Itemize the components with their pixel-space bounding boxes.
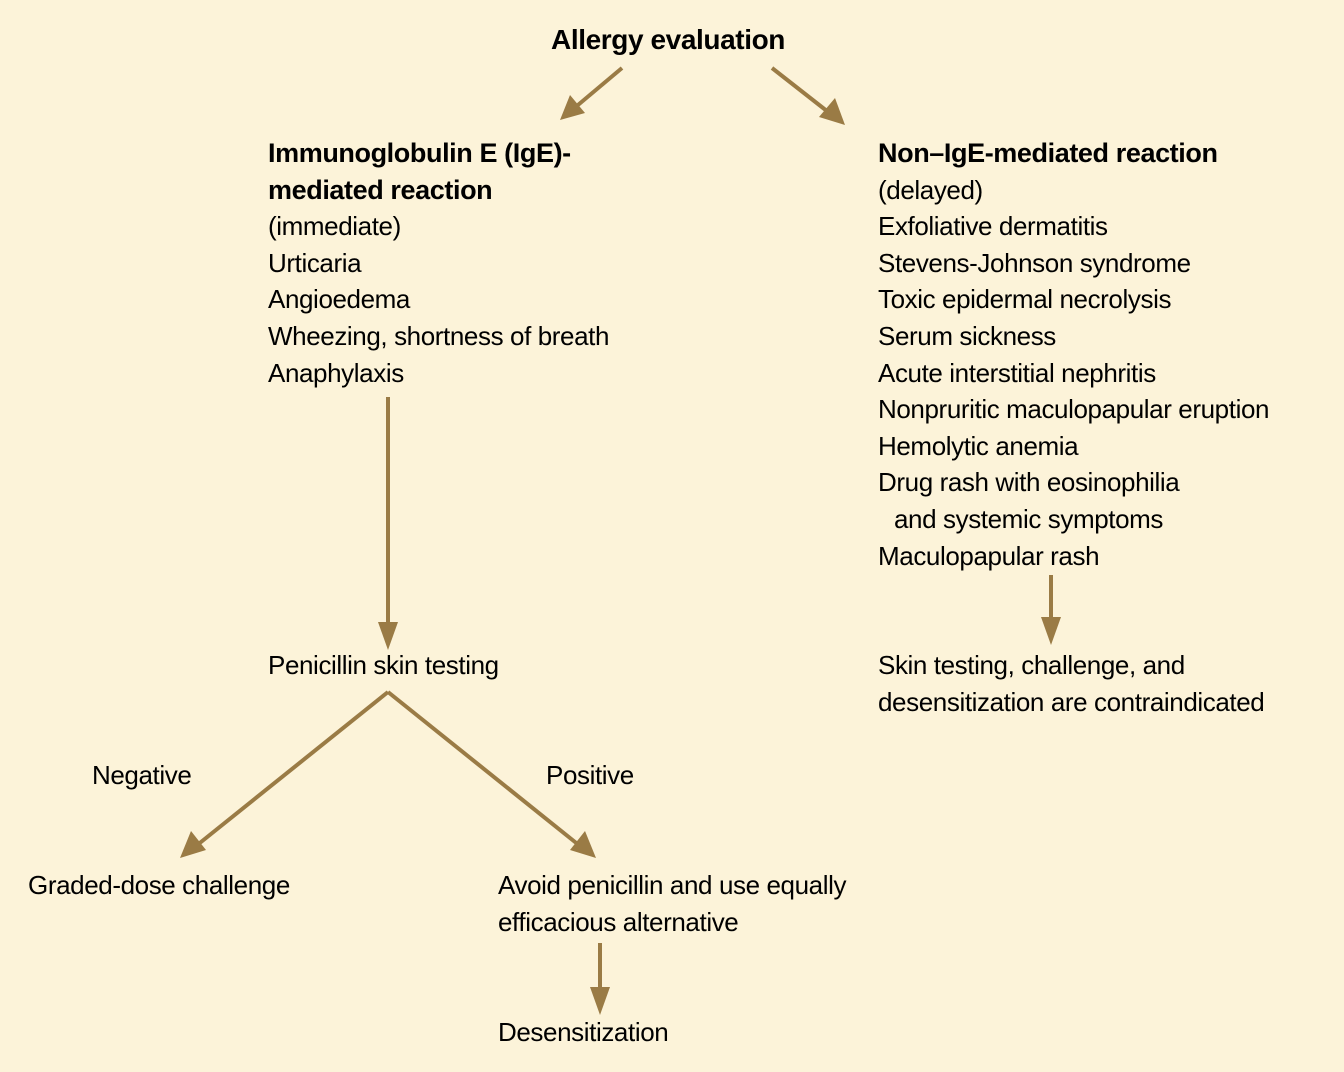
arrow-negative [194, 690, 390, 848]
contraindicated-note: Skin testing, challenge, and desensitiza… [878, 647, 1265, 720]
nonige-item: Nonpruritic maculopapular eruption [878, 394, 1270, 425]
nonige-item: Stevens-Johnson syndrome [878, 247, 1191, 278]
avoid-line: Avoid penicillin and use equally [498, 870, 847, 900]
contraindicated-line: desensitization are contraindicated [878, 686, 1265, 717]
nonige-item: and systemic symptoms [894, 503, 1164, 534]
ige-item: Urticaria [268, 247, 362, 278]
avoid-line: efficacious alternative [498, 906, 739, 937]
desensitization: Desensitization [498, 1017, 669, 1047]
nonige-heading: Non–IgE-mediated reaction [878, 138, 1218, 168]
nonige-item: Acute interstitial nephritis [878, 357, 1156, 388]
nonige-item: Serum sickness [878, 320, 1056, 351]
nonige-item: Toxic epidermal necrolysis [878, 284, 1172, 315]
nonige-item: Hemolytic anemia [878, 430, 1079, 461]
ige-item: (immediate) [268, 211, 401, 242]
skin-test: Penicillin skin testing [268, 650, 499, 680]
ige-block: Immunoglobulin E (IgE)- mediated reactio… [268, 135, 609, 391]
arrow-to-ige [568, 66, 624, 113]
ige-heading-1: Immunoglobulin E (IgE)- [268, 138, 571, 168]
ige-item: Angioedema [268, 284, 410, 315]
nonige-item: (delayed) [878, 174, 983, 205]
ige-item: Anaphylaxis [268, 357, 404, 388]
nonige-block: Non–IgE-mediated reaction (delayed) Exfo… [878, 135, 1269, 574]
arrow-to-nonige [770, 66, 834, 117]
negative-label: Negative [92, 760, 192, 790]
nonige-item: Exfoliative dermatitis [878, 211, 1108, 242]
ige-heading-2: mediated reaction [268, 174, 493, 205]
positive-label: Positive [546, 760, 634, 790]
ige-item: Wheezing, shortness of breath [268, 320, 610, 351]
nonige-item: Maculopapular rash [878, 540, 1100, 571]
nonige-item: Drug rash with eosinophilia [878, 467, 1180, 498]
contraindicated-line: Skin testing, challenge, and [878, 650, 1185, 680]
avoid-penicillin: Avoid penicillin and use equally efficac… [498, 867, 846, 940]
title: Allergy evaluation [551, 24, 785, 55]
graded-dose-challenge: Graded-dose challenge [28, 870, 290, 900]
arrow-positive [386, 690, 582, 848]
